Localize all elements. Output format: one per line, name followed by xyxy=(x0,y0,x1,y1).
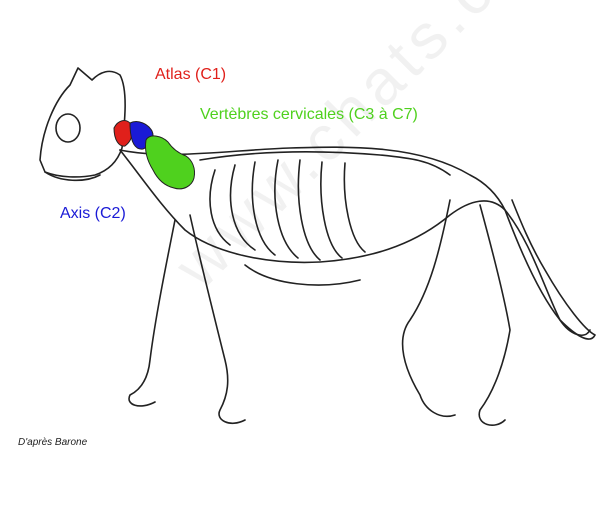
jaw-outline xyxy=(44,171,101,182)
front-leg-left xyxy=(189,214,246,425)
belly-outline xyxy=(244,264,361,286)
front-leg-right xyxy=(128,219,176,407)
head-outline xyxy=(39,67,126,178)
tail-outline xyxy=(504,199,596,340)
hind-leg-left xyxy=(401,199,456,417)
back-outline xyxy=(119,146,506,211)
label-cervical-vertebrae: Vertèbres cervicales (C3 à C7) xyxy=(200,106,418,123)
label-axis: Axis (C2) xyxy=(60,205,126,222)
skull-orbit xyxy=(55,113,81,143)
hind-leg-right xyxy=(478,204,511,426)
spine xyxy=(199,150,451,176)
label-atlas: Atlas (C1) xyxy=(155,66,227,83)
cervical-vertebrae xyxy=(145,135,195,190)
credit-text: D'après Barone xyxy=(18,437,88,448)
ribcage xyxy=(209,159,366,261)
body-outline xyxy=(119,149,591,336)
